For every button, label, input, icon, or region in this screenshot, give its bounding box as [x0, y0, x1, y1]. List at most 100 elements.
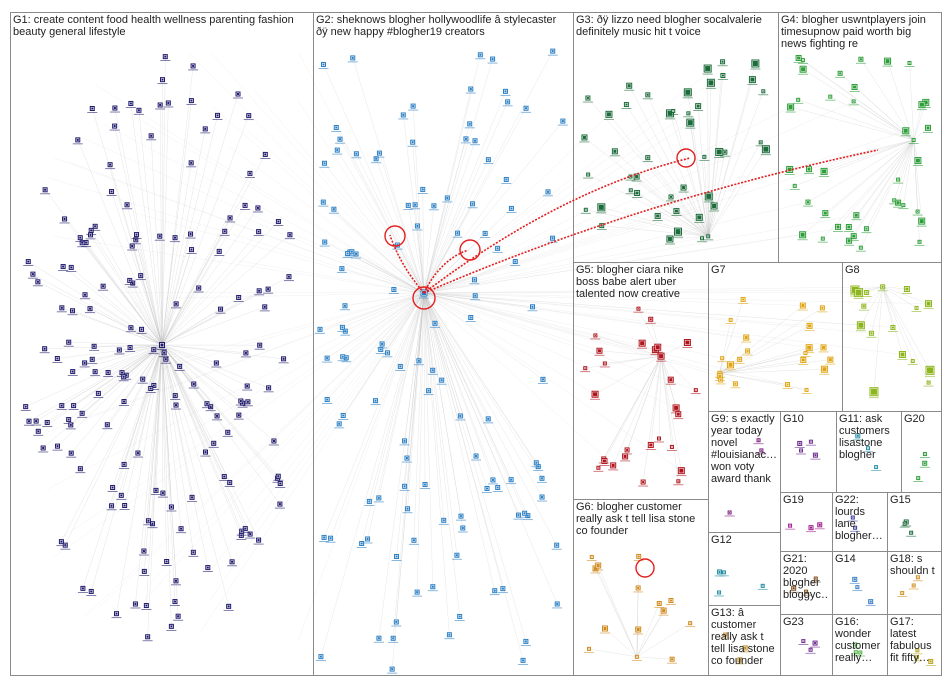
- g2-node[interactable]: [427, 367, 438, 375]
- g3-node[interactable]: [717, 59, 728, 67]
- g1-node[interactable]: [135, 273, 146, 281]
- g1-node[interactable]: [244, 170, 255, 178]
- g10-node[interactable]: [794, 440, 805, 448]
- g4-node[interactable]: [848, 99, 859, 106]
- g4-node[interactable]: [893, 177, 904, 184]
- g1-node[interactable]: [23, 259, 34, 266]
- g2-node[interactable]: [331, 124, 342, 132]
- g2-node[interactable]: [410, 202, 421, 210]
- g17-node[interactable]: [925, 658, 936, 666]
- g1-node[interactable]: [125, 345, 136, 352]
- g6-node[interactable]: [633, 553, 644, 561]
- g1-node[interactable]: [157, 490, 168, 498]
- g1-node[interactable]: [227, 559, 238, 567]
- g2-node[interactable]: [469, 138, 480, 146]
- g1-node[interactable]: [111, 611, 122, 619]
- g4-node[interactable]: [825, 94, 836, 101]
- g2-node[interactable]: [457, 525, 468, 533]
- g2-node[interactable]: [497, 586, 508, 594]
- g5-node[interactable]: [594, 347, 605, 356]
- g1-node[interactable]: [240, 202, 251, 210]
- g7-node[interactable]: [741, 334, 752, 343]
- g1-node[interactable]: [185, 231, 196, 239]
- g4-node[interactable]: [912, 157, 923, 166]
- g7-node[interactable]: [725, 361, 736, 371]
- g1-node[interactable]: [166, 504, 177, 512]
- g1-node[interactable]: [125, 100, 136, 108]
- g7-node[interactable]: [818, 344, 829, 353]
- g1-node[interactable]: [170, 578, 181, 586]
- g3-node[interactable]: [632, 189, 643, 198]
- g2-node[interactable]: [322, 397, 333, 404]
- g2-node[interactable]: [388, 286, 399, 294]
- g5-node[interactable]: [690, 388, 701, 395]
- g5-node[interactable]: [580, 366, 591, 373]
- g1-node[interactable]: [233, 91, 244, 99]
- g2-node[interactable]: [542, 189, 553, 197]
- g8-node[interactable]: [911, 305, 922, 312]
- g3-node[interactable]: [694, 213, 705, 223]
- g1-node[interactable]: [67, 308, 78, 316]
- g2-node[interactable]: [547, 48, 558, 56]
- g1-node[interactable]: [106, 503, 117, 511]
- g22-node[interactable]: [847, 515, 858, 522]
- g2-node[interactable]: [387, 666, 398, 674]
- g11-node[interactable]: [852, 433, 863, 441]
- g1-node[interactable]: [268, 438, 279, 446]
- g2-node[interactable]: [423, 388, 434, 396]
- g10-node[interactable]: [796, 448, 807, 455]
- g3-node[interactable]: [699, 154, 710, 161]
- g2-node[interactable]: [346, 249, 357, 257]
- g2-node[interactable]: [531, 460, 542, 468]
- g6-node[interactable]: [633, 626, 644, 635]
- g3-node[interactable]: [664, 109, 675, 120]
- g7-node[interactable]: [819, 365, 830, 375]
- g2-node[interactable]: [319, 239, 330, 247]
- g2-node[interactable]: [536, 475, 547, 483]
- g1-node[interactable]: [254, 288, 265, 296]
- g3-node[interactable]: [755, 140, 766, 147]
- g1-node[interactable]: [170, 235, 181, 243]
- g3-node[interactable]: [596, 203, 607, 214]
- g3-node[interactable]: [758, 89, 769, 96]
- g1-node[interactable]: [242, 383, 253, 391]
- g1-node[interactable]: [38, 445, 49, 453]
- g2-node[interactable]: [444, 632, 455, 640]
- g2-node[interactable]: [374, 150, 385, 158]
- g1-node[interactable]: [133, 107, 144, 115]
- g7-node[interactable]: [742, 348, 753, 356]
- g8-node[interactable]: [907, 359, 918, 365]
- g1-node[interactable]: [273, 473, 284, 481]
- g1-node[interactable]: [77, 240, 88, 248]
- g1-node[interactable]: [171, 301, 182, 309]
- g1-node[interactable]: [235, 398, 246, 406]
- g1-node[interactable]: [274, 501, 285, 509]
- g4-node[interactable]: [797, 231, 808, 241]
- g1-node[interactable]: [145, 386, 156, 393]
- g13-node[interactable]: [734, 657, 745, 665]
- g4-node[interactable]: [817, 236, 828, 243]
- g1-node[interactable]: [212, 112, 223, 120]
- g1-node[interactable]: [39, 346, 50, 354]
- g1-node[interactable]: [186, 98, 197, 106]
- g1-node[interactable]: [93, 390, 104, 398]
- g2-node[interactable]: [502, 99, 513, 107]
- g2-node[interactable]: [492, 245, 503, 253]
- g2-node[interactable]: [520, 638, 531, 646]
- g1-node[interactable]: [141, 603, 152, 610]
- g2-node[interactable]: [481, 485, 492, 493]
- g7-node[interactable]: [738, 296, 749, 304]
- g3-node[interactable]: [671, 208, 682, 216]
- g1-node[interactable]: [66, 450, 77, 458]
- g5-node[interactable]: [645, 316, 656, 324]
- g1-node[interactable]: [139, 568, 150, 576]
- g4-node[interactable]: [861, 226, 872, 234]
- g6-node[interactable]: [665, 598, 676, 605]
- g1-node[interactable]: [72, 137, 83, 145]
- g6-node[interactable]: [583, 646, 594, 653]
- g3-node[interactable]: [668, 108, 679, 115]
- g1-node[interactable]: [119, 461, 130, 469]
- g2-node[interactable]: [337, 354, 348, 362]
- g7-node[interactable]: [817, 305, 828, 313]
- g5-node[interactable]: [656, 352, 667, 362]
